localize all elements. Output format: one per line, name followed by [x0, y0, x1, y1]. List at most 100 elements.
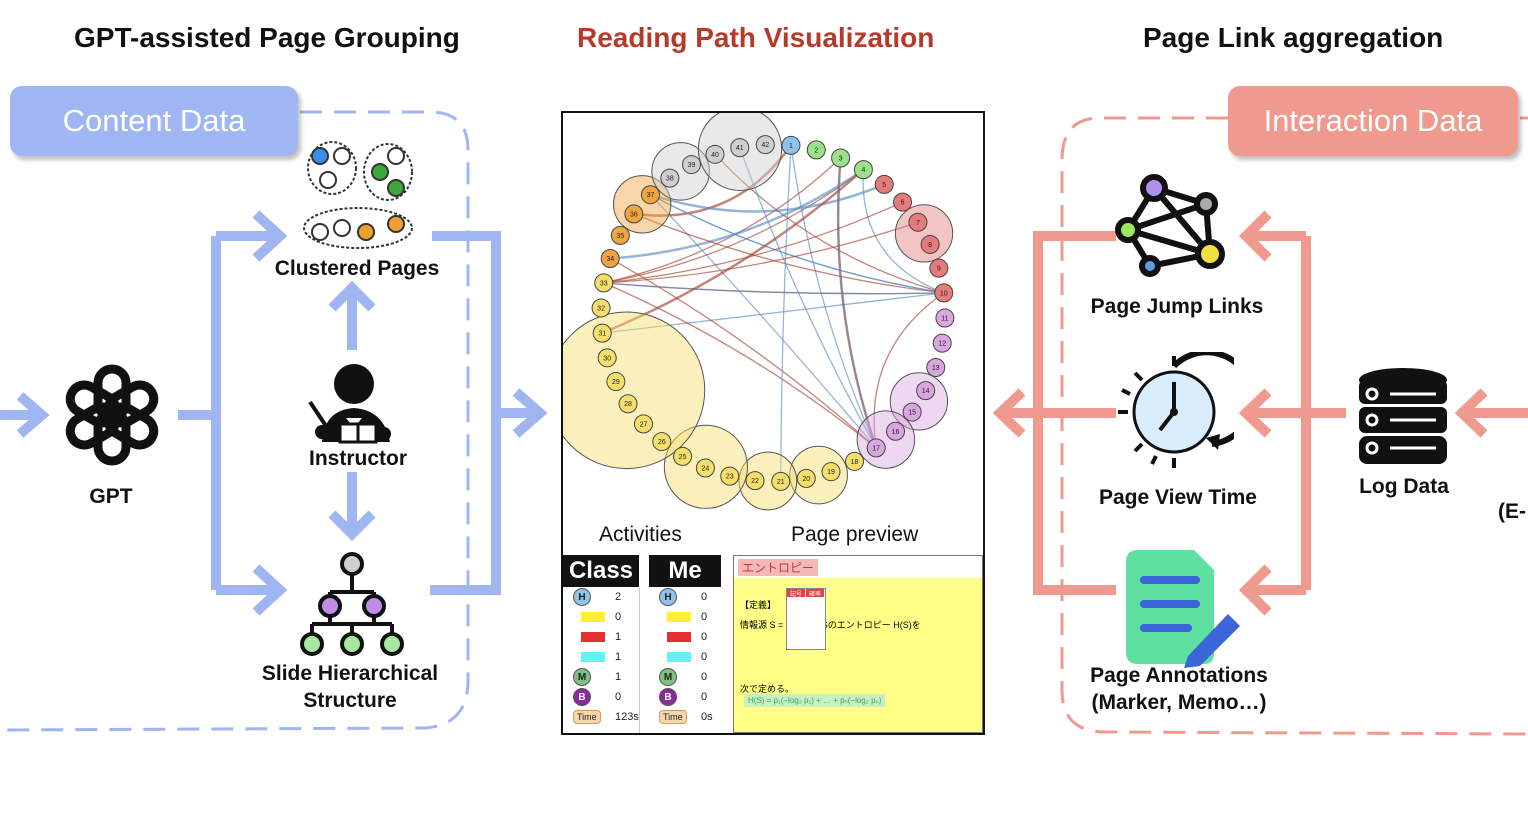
activity-value: 1 — [615, 651, 622, 663]
page-cluster-halo — [738, 451, 798, 511]
page-node-label: 38 — [666, 176, 674, 183]
page-node-circle — [893, 192, 913, 212]
graph-edges — [601, 144, 945, 482]
activity-value: 123s — [615, 711, 639, 723]
page-node-22[interactable]: 22 — [745, 471, 765, 491]
page-node-21[interactable]: 21 — [771, 471, 791, 491]
page-node-31[interactable]: 31 — [592, 323, 612, 343]
page-annotations-icon — [1126, 550, 1240, 668]
class-activity-row: 0 — [563, 607, 639, 627]
page-node-label: 15 — [908, 410, 916, 417]
reading-path-edge — [650, 183, 885, 213]
truncated-source-label: (E- — [1498, 500, 1526, 523]
page-node-label: 6 — [901, 200, 905, 207]
page-node-28[interactable]: 28 — [618, 394, 638, 414]
page-node-39[interactable]: 39 — [681, 155, 701, 175]
page-annotations-line1: Page Annotations — [1090, 664, 1268, 687]
page-node-label: 7 — [916, 220, 920, 227]
activity-value: 0 — [615, 611, 622, 623]
page-node-label: 9 — [937, 266, 941, 273]
content-data-label: Content Data — [62, 103, 246, 138]
page-node-8[interactable]: 8 — [920, 234, 940, 254]
page-node-11[interactable]: 11 — [935, 308, 955, 328]
right-section-heading: Page Link aggregation — [1143, 22, 1444, 53]
marker-color-swatch — [667, 632, 691, 642]
page-node-25[interactable]: 25 — [673, 446, 693, 466]
page-preview-label: Page preview — [791, 523, 919, 546]
gpt-icon — [65, 364, 159, 466]
marker-color-swatch — [581, 632, 605, 642]
reading-path-edge — [837, 157, 877, 449]
page-node-19[interactable]: 19 — [821, 462, 841, 482]
activity-value: 0 — [701, 691, 708, 703]
page-node-2[interactable]: 2 — [806, 140, 826, 160]
page-node-16[interactable]: 16 — [886, 421, 906, 441]
page-node-label: 30 — [603, 355, 611, 362]
preview-sentence: 情報源 S = に対し，Sのエントロピー H(S)を — [740, 620, 921, 630]
page-node-34[interactable]: 34 — [600, 249, 620, 269]
marker-color-swatch — [667, 652, 691, 662]
page-node-13[interactable]: 13 — [926, 357, 946, 377]
page-node-12[interactable]: 12 — [932, 333, 952, 353]
preview-title: エントロピー — [738, 559, 819, 576]
page-node-3[interactable]: 3 — [831, 148, 851, 168]
page-node-circle — [730, 138, 750, 158]
page-node-33[interactable]: 33 — [594, 273, 614, 293]
preview-titlebar: エントロピー — [734, 556, 982, 579]
page-node-14[interactable]: 14 — [916, 381, 936, 401]
reading-path-edge — [603, 201, 903, 284]
page-node-27[interactable]: 27 — [633, 414, 653, 434]
page-node-23[interactable]: 23 — [720, 466, 740, 486]
page-node-17[interactable]: 17 — [866, 438, 886, 458]
page-node-20[interactable]: 20 — [796, 468, 816, 488]
page-node-circle — [592, 323, 612, 343]
page-node-label: 14 — [922, 388, 930, 395]
page-node-30[interactable]: 30 — [597, 348, 617, 368]
page-node-5[interactable]: 5 — [874, 174, 894, 194]
page-node-37[interactable]: 37 — [640, 185, 660, 205]
page-node-32[interactable]: 32 — [591, 298, 611, 318]
page-annotations-label: Page Annotations (Marker, Memo…) — [1072, 662, 1286, 716]
reading-path-edge — [780, 145, 792, 482]
page-node-26[interactable]: 26 — [652, 432, 672, 452]
activity-badge-m: M — [573, 668, 591, 686]
page-node-42[interactable]: 42 — [755, 135, 775, 155]
activity-value: 0 — [615, 691, 622, 703]
preview-slide: 【定義】 情報源 S = に対し，Sのエントロピー H(S)を 記号 確率 次で… — [734, 578, 982, 732]
page-node-6[interactable]: 6 — [893, 192, 913, 212]
log-data-label: Log Data — [1359, 475, 1449, 498]
page-node-1[interactable]: 1 — [781, 135, 801, 155]
reading-path-edge — [790, 145, 877, 449]
page-node-41[interactable]: 41 — [730, 138, 750, 158]
page-node-36[interactable]: 36 — [624, 204, 644, 224]
page-node-circle — [908, 212, 928, 232]
reading-path-edge — [739, 147, 877, 449]
left-section-heading: GPT-assisted Page Grouping — [74, 22, 460, 53]
page-node-label: 1 — [789, 143, 793, 150]
page-preview[interactable]: エントロピー 【定義】 情報源 S = に対し，Sのエントロピー H(S)を 記… — [733, 555, 983, 733]
activity-value: 1 — [615, 631, 622, 643]
page-node-circle — [633, 414, 653, 434]
page-node-9[interactable]: 9 — [929, 258, 949, 278]
page-node-circle — [695, 458, 715, 478]
hierarchy-label: Slide Hierarchical Structure — [246, 660, 454, 714]
page-node-circle — [874, 174, 894, 194]
page-node-10[interactable]: 10 — [934, 283, 954, 303]
page-node-18[interactable]: 18 — [845, 451, 865, 471]
page-node-35[interactable]: 35 — [610, 225, 630, 245]
page-node-circle — [720, 466, 740, 486]
page-node-7[interactable]: 7 — [908, 212, 928, 232]
page-node-4[interactable]: 4 — [853, 160, 873, 180]
page-node-24[interactable]: 24 — [695, 458, 715, 478]
page-node-15[interactable]: 15 — [902, 402, 922, 422]
page-node-40[interactable]: 40 — [705, 144, 725, 164]
page-node-29[interactable]: 29 — [606, 372, 626, 392]
page-node-circle — [796, 468, 816, 488]
page-node-circle — [926, 357, 946, 377]
page-node-38[interactable]: 38 — [660, 168, 680, 188]
me-activity-row: 0 — [649, 607, 721, 627]
time-chip: Time — [573, 710, 601, 724]
activity-value: 0s — [701, 711, 713, 723]
